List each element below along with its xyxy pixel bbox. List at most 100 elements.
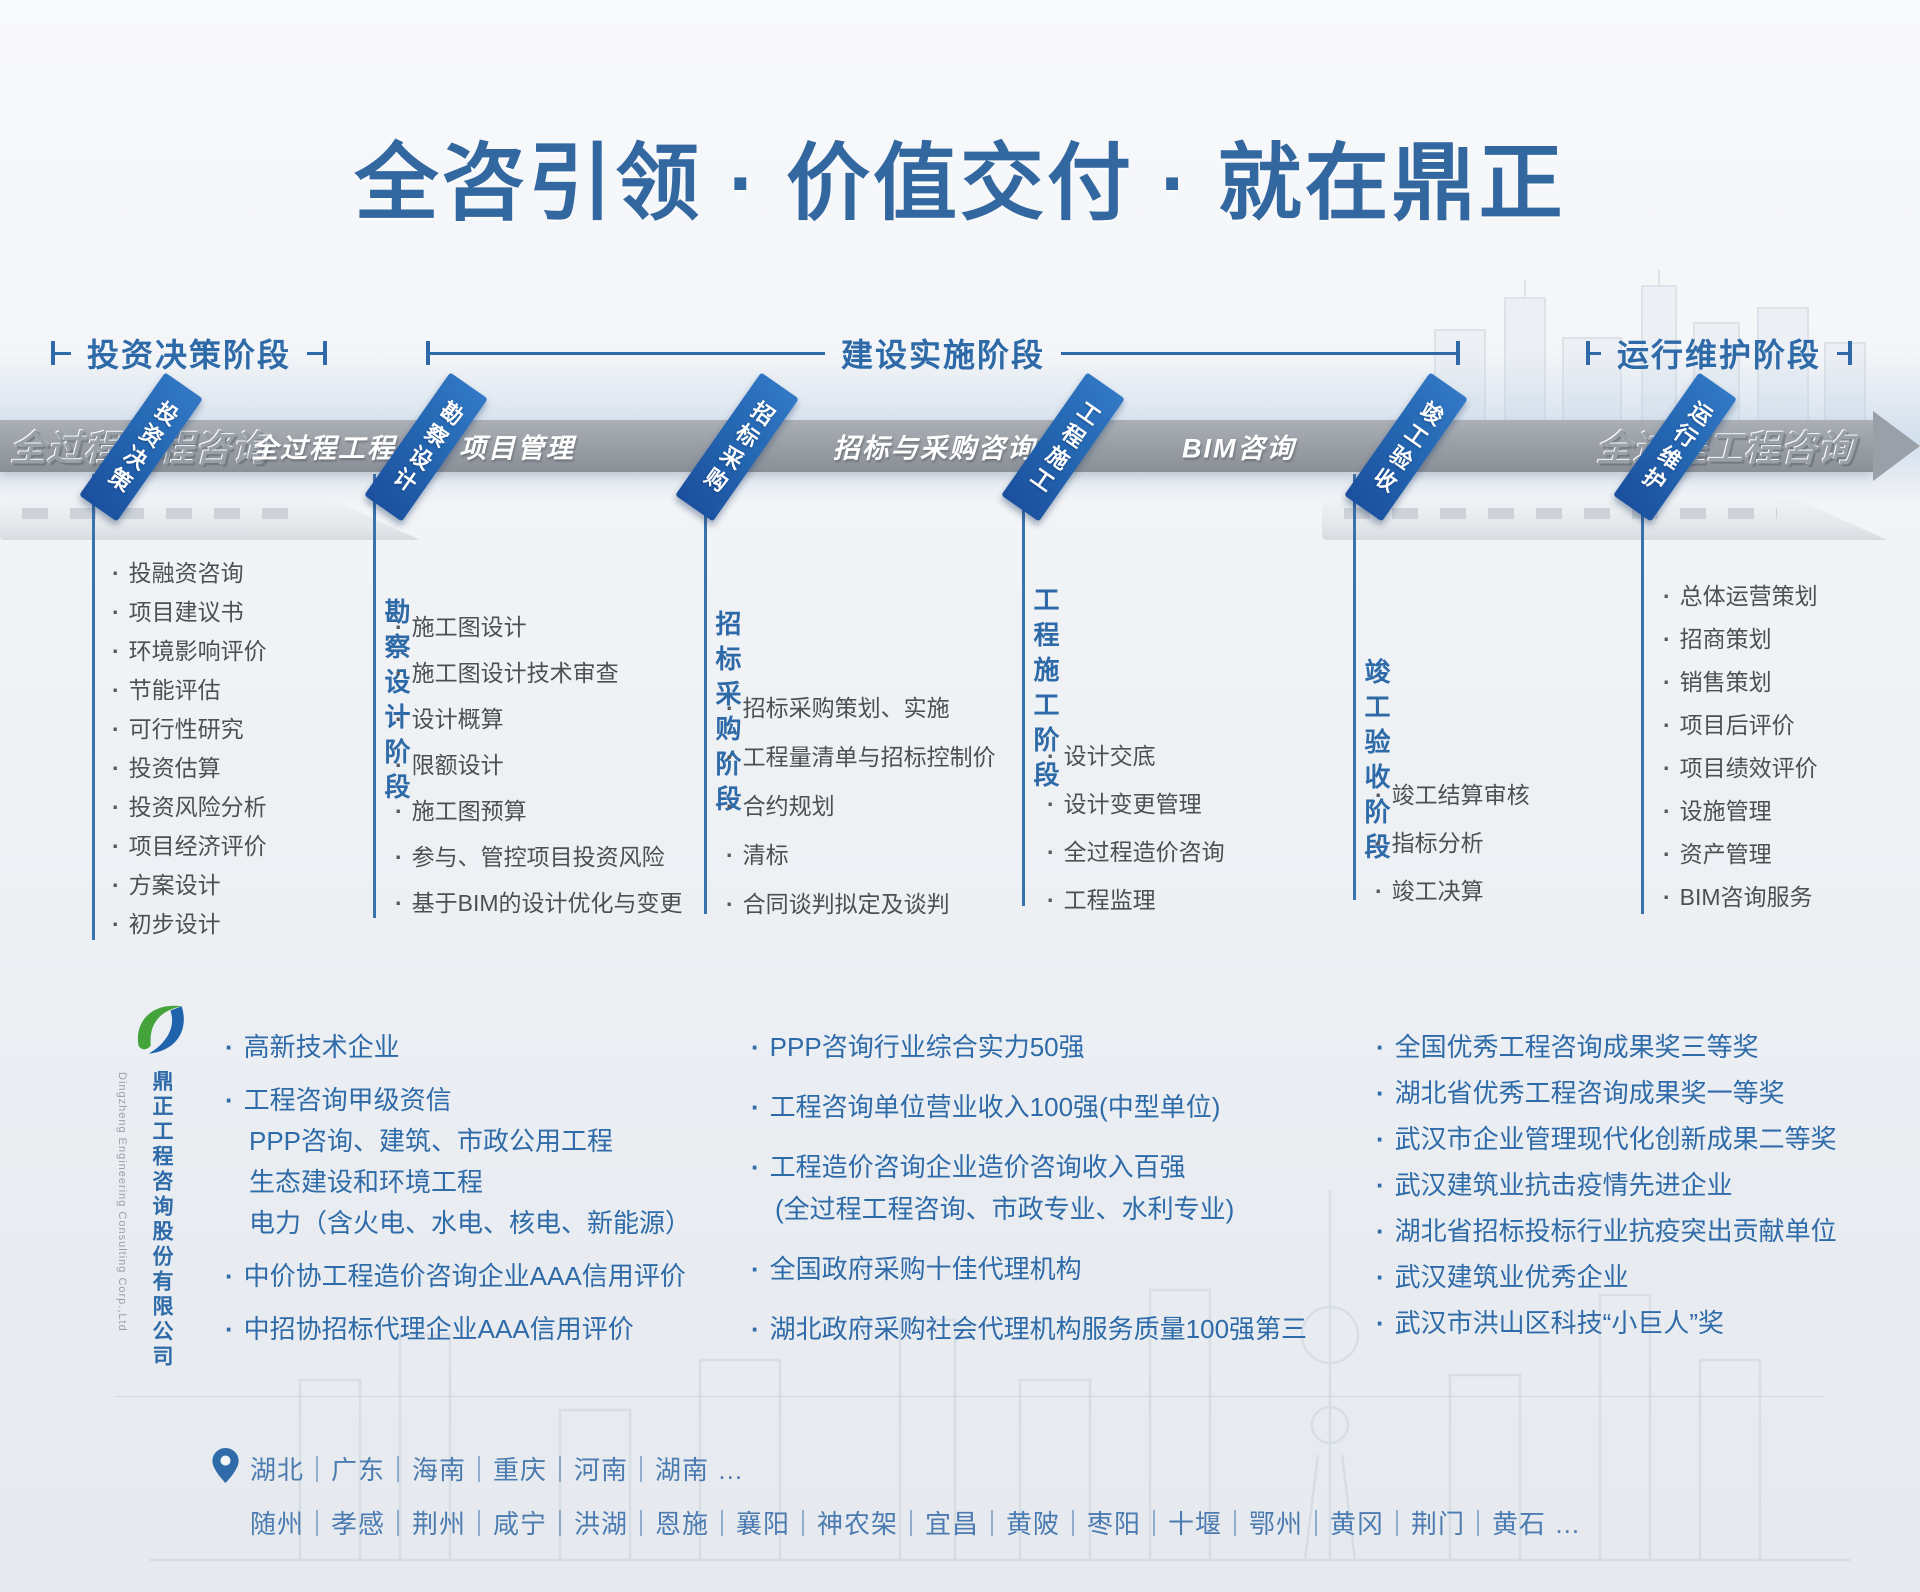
honor-item: 湖北政府采购社会代理机构服务质量100强第三: [751, 1312, 1371, 1346]
phase-left-tick: [426, 341, 430, 365]
phase-right-tick: [1848, 341, 1853, 365]
honor-item: 武汉市洪山区科技“小巨人”奖: [1376, 1306, 1896, 1340]
company-logo: [137, 1005, 184, 1054]
list-item: 合同谈判拟定及谈判: [726, 889, 996, 919]
list-item: 项目建议书: [112, 597, 267, 627]
stage-list-construction: 设计交底 设计变更管理 全过程造价咨询 工程监理: [1047, 741, 1225, 915]
list-item: 工程量清单与招标控制价: [726, 742, 996, 772]
honor-item: 工程造价咨询企业造价咨询收入百强: [751, 1150, 1371, 1184]
list-item: 可行性研究: [112, 714, 267, 744]
list-item: 设计交底: [1047, 741, 1225, 771]
stage-line-2: [373, 474, 376, 918]
list-item: 总体运营策划: [1663, 581, 1818, 611]
train-right-decoration: [1322, 500, 1887, 540]
list-item: 设施管理: [1663, 796, 1818, 826]
divider: [116, 1396, 1824, 1397]
train-windows: [1344, 508, 1777, 519]
location-cities: 随州｜孝感｜荆州｜咸宁｜洪湖｜恩施｜襄阳｜神农架｜宜昌｜黄陂｜枣阳｜十堰｜鄂州｜…: [250, 1509, 1582, 1539]
train-left-decoration: [0, 500, 420, 540]
honor-item: 工程咨询甲级资信: [225, 1083, 785, 1117]
list-item: 合约规划: [726, 791, 996, 821]
banner-segment-project-management: 项目管理: [459, 433, 575, 464]
list-item: 销售策划: [1663, 667, 1818, 697]
stage-list-bidding-procurement: 招标采购策划、实施 工程量清单与招标控制价 合约规划 清标 合同谈判拟定及谈判: [726, 693, 996, 919]
list-item: 方案设计: [112, 870, 267, 900]
stage-line-6: [1641, 474, 1644, 914]
honors-column-awards: 全国优秀工程咨询成果奖三等奖 湖北省优秀工程咨询成果奖一等奖 武汉市企业管理现代…: [1376, 1030, 1896, 1340]
list-item: 清标: [726, 840, 996, 870]
list-item: 施工图设计技术审查: [395, 658, 683, 688]
honors-column-qualifications: 高新技术企业 工程咨询甲级资信 PPP咨询、建筑、市政公用工程 生态建设和环境工…: [225, 1030, 785, 1346]
honor-subline: 生态建设和环境工程: [249, 1167, 484, 1197]
list-item: 设计概算: [395, 704, 683, 734]
phase-line: [307, 351, 324, 355]
company-name-cn: 鼎正工程咨询股份有限公司: [150, 1070, 173, 1370]
stage-list-survey-design: 施工图设计 施工图设计技术审查 设计概算 限额设计 施工图预算 参与、管控项目投…: [395, 612, 683, 918]
stage-list-investment: 投融资咨询 项目建议书 环境影响评价 节能评估 可行性研究 投资估算 投资风险分…: [112, 558, 267, 939]
phase-line: [430, 351, 825, 355]
honor-item: 全国政府采购十佳代理机构: [751, 1252, 1371, 1286]
honor-item: 全国优秀工程咨询成果奖三等奖: [1376, 1030, 1896, 1064]
honor-item: 中价协工程造价咨询企业AAA信用评价: [225, 1259, 785, 1293]
list-item: 全过程造价咨询: [1047, 837, 1225, 867]
phase-line: [1590, 351, 1601, 355]
list-item: 施工图预算: [395, 796, 683, 826]
stage-list-operation: 总体运营策划 招商策划 销售策划 项目后评价 项目绩效评价 设施管理 资产管理 …: [1663, 581, 1818, 912]
banner-segment-bidding-procurement: 招标与采购咨询: [833, 433, 1036, 464]
honor-item: 湖北省优秀工程咨询成果奖一等奖: [1376, 1076, 1896, 1110]
stage-line-1: [92, 474, 95, 940]
list-item: 基于BIM的设计优化与变更: [395, 888, 683, 918]
phase-left-tick: [51, 341, 55, 365]
list-item: 投资估算: [112, 753, 267, 783]
stage-line-4: [1022, 474, 1025, 906]
list-item: 招商策划: [1663, 624, 1818, 654]
list-item: 初步设计: [112, 909, 267, 939]
train-windows: [22, 508, 310, 519]
list-item: 投融资咨询: [112, 558, 267, 588]
banner-segment-bim: BIM咨询: [1182, 433, 1296, 464]
phase-line: [55, 351, 71, 355]
list-item: BIM咨询服务: [1663, 882, 1818, 912]
honors-column-rankings: PPP咨询行业综合实力50强 工程咨询单位营业收入100强(中型单位) 工程造价…: [751, 1030, 1371, 1346]
honor-subline: (全过程工程咨询、市政专业、水利专业): [775, 1194, 1235, 1224]
stage-line-3: [704, 474, 707, 914]
list-item: 竣工结算审核: [1375, 780, 1530, 810]
banner-segment-whole-process: 全过程工程: [251, 433, 396, 464]
location-provinces: 湖北｜广东｜海南｜重庆｜河南｜湖南 …: [250, 1455, 745, 1485]
list-item: 项目经济评价: [112, 831, 267, 861]
list-item: 设计变更管理: [1047, 789, 1225, 819]
list-item: 招标采购策划、实施: [726, 693, 996, 723]
phase-investment-decision: 投资决策阶段: [51, 336, 328, 373]
honor-item: 高新技术企业: [225, 1030, 785, 1064]
honor-subline: PPP咨询、建筑、市政公用工程: [249, 1126, 614, 1156]
phase-right-tick: [323, 341, 328, 365]
phase-construction: 建设实施阶段: [426, 336, 1461, 373]
list-item: 工程监理: [1047, 885, 1225, 915]
stage-list-completion: 竣工结算审核 指标分析 竣工决算: [1375, 780, 1530, 906]
honor-item: PPP咨询行业综合实力50强: [751, 1030, 1371, 1064]
honor-subline: 电力（含火电、水电、核电、新能源）: [249, 1208, 692, 1238]
page-title: 全咨引领 · 价值交付 · 就在鼎正: [354, 136, 1566, 230]
list-item: 施工图设计: [395, 612, 683, 642]
list-item: 资产管理: [1663, 839, 1818, 869]
phase-label: 运行维护阶段: [1617, 337, 1822, 373]
list-item: 指标分析: [1375, 828, 1530, 858]
list-item: 项目后评价: [1663, 710, 1818, 740]
list-item: 投资风险分析: [112, 792, 267, 822]
banner-arrow-icon: [1873, 411, 1920, 481]
process-banner: 全过程工程咨询 全过程工程 项目管理 招标与采购咨询 BIM咨询 全过程工程咨询: [0, 420, 1873, 472]
list-item: 参与、管控项目投资风险: [395, 842, 683, 872]
phase-operation-maintenance: 运行维护阶段: [1586, 336, 1853, 373]
list-item: 限额设计: [395, 750, 683, 780]
list-item: 节能评估: [112, 675, 267, 705]
phase-label: 投资决策阶段: [87, 337, 292, 373]
phase-right-tick: [1456, 341, 1461, 365]
honor-item: 工程咨询单位营业收入100强(中型单位): [751, 1090, 1371, 1124]
phase-line: [1061, 351, 1457, 355]
list-item: 环境影响评价: [112, 636, 267, 666]
list-item: 竣工决算: [1375, 876, 1530, 906]
honor-item: 中招协招标代理企业AAA信用评价: [225, 1312, 785, 1346]
honor-item: 武汉建筑业抗击疫情先进企业: [1376, 1168, 1896, 1202]
phase-line: [1837, 351, 1849, 355]
